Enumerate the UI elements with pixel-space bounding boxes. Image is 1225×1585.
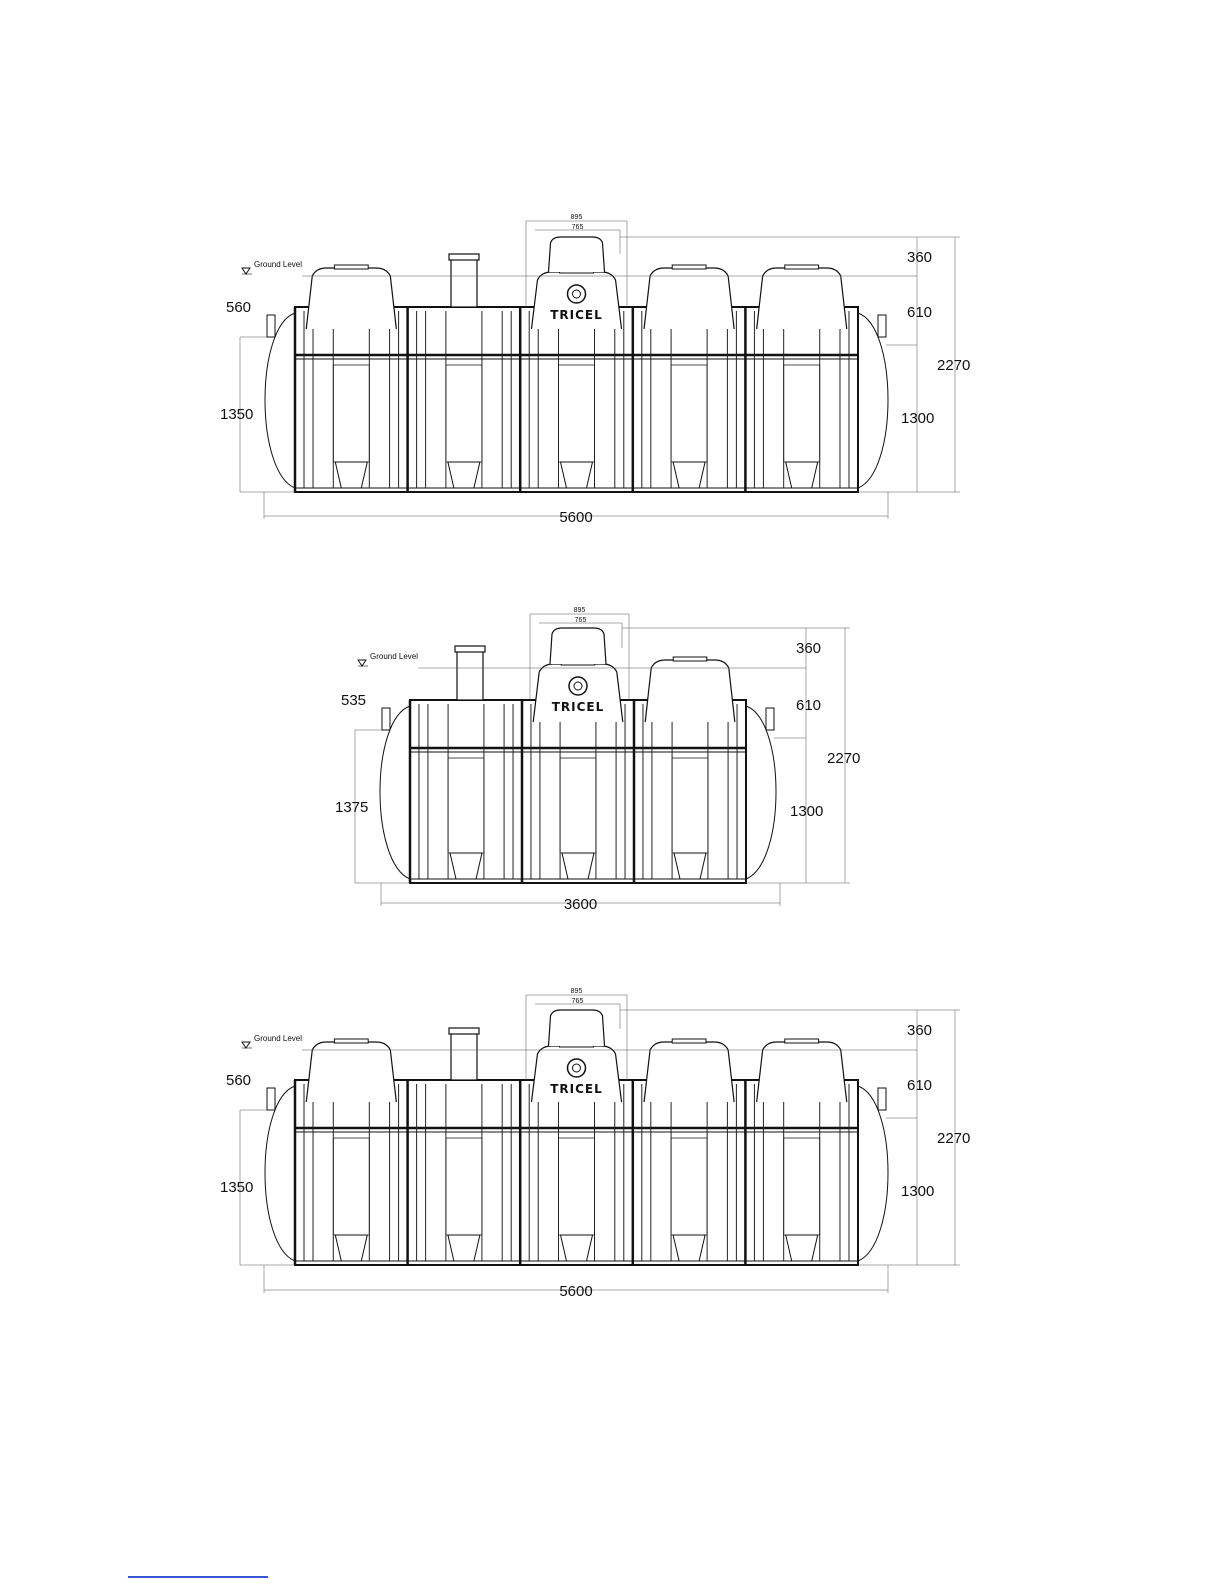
lid-dome (644, 268, 734, 329)
tank-body (295, 307, 858, 492)
lid-handle (672, 1039, 706, 1043)
riser-cap (449, 254, 479, 260)
tank-end-cap-left (380, 706, 410, 879)
footer-link-underline[interactable] (128, 1576, 268, 1578)
dim-upper: 360 (907, 1022, 932, 1039)
tank-drawing-3: TRICEL Ground Level 895 765 360 610 2270 1300 56… (220, 988, 970, 1300)
lid-handle (334, 1039, 368, 1043)
ground-level-label: Ground Level (254, 1034, 302, 1043)
dim-left-body: 1375 (335, 799, 368, 816)
tank-body (410, 700, 746, 883)
dim-right-body: 1300 (901, 1183, 934, 1200)
brand-logo-text: TRICEL (552, 700, 605, 714)
lid-handle (672, 265, 706, 269)
dim-mid: 610 (796, 697, 821, 714)
dim-left-top: 560 (226, 1072, 251, 1089)
dim-top-outer: 895 (571, 988, 583, 995)
dim-top-inner: 765 (572, 998, 584, 1005)
inlet-pipe (267, 1088, 275, 1110)
riser-cap (449, 1028, 479, 1034)
dim-length: 5600 (559, 1283, 592, 1300)
outlet-pipe (878, 315, 886, 337)
lid-cap-top (549, 1010, 605, 1046)
inlet-pipe (267, 315, 275, 337)
lid-handle (673, 657, 707, 661)
tank-drawing-1: TRICEL Ground Level 895 765 360 610 2270 1300 56… (220, 214, 970, 526)
lid-cap-top (550, 628, 606, 664)
ground-level-marker-icon (242, 268, 250, 274)
brand-logo-text: TRICEL (550, 1082, 603, 1096)
riser-pipe (451, 1032, 477, 1080)
dim-total: 2270 (827, 750, 860, 767)
tank-body (295, 1080, 858, 1265)
dim-total: 2270 (937, 357, 970, 374)
tank-end-cap-right (746, 706, 776, 879)
riser-pipe (457, 650, 483, 700)
lid-dome (757, 1042, 847, 1102)
dim-top-outer: 895 (574, 607, 586, 614)
tank-end-cap-left (265, 1086, 295, 1261)
lid-dome (645, 660, 735, 722)
lid-cap-top (549, 237, 605, 272)
riser-cap (455, 646, 485, 652)
lid-dome (757, 268, 847, 329)
outlet-pipe (766, 708, 774, 730)
dim-right-body: 1300 (790, 803, 823, 820)
lid-dome (306, 1042, 396, 1102)
riser-pipe (451, 258, 477, 307)
dim-left-top: 535 (341, 692, 366, 709)
dim-length: 5600 (559, 509, 592, 526)
ground-level-label: Ground Level (254, 260, 302, 269)
dim-mid: 610 (907, 304, 932, 321)
dim-left-body: 1350 (220, 1179, 253, 1196)
dim-upper: 360 (796, 640, 821, 657)
dim-length: 3600 (564, 896, 597, 913)
brand-logo-text: TRICEL (550, 308, 603, 322)
dim-upper: 360 (907, 249, 932, 266)
lid-handle (785, 265, 819, 269)
dim-top-inner: 765 (575, 617, 587, 624)
lid-handle (785, 1039, 819, 1043)
dim-total: 2270 (937, 1130, 970, 1147)
dim-right-body: 1300 (901, 410, 934, 427)
outlet-pipe (878, 1088, 886, 1110)
tank-end-cap-left (265, 313, 295, 488)
lid-handle (334, 265, 368, 269)
dim-top-inner: 765 (572, 224, 584, 231)
tank-end-cap-right (858, 313, 888, 488)
ground-level-marker-icon (242, 1042, 250, 1048)
tank-end-cap-right (858, 1086, 888, 1261)
dim-left-top: 560 (226, 299, 251, 316)
lid-dome (644, 1042, 734, 1102)
tank-drawing-2: TRICEL Ground Level 895 765 360 610 2270 1300 53… (335, 607, 860, 913)
dim-left-body: 1350 (220, 406, 253, 423)
inlet-pipe (382, 708, 390, 730)
ground-level-marker-icon (358, 660, 366, 666)
dim-top-outer: 895 (571, 214, 583, 221)
ground-level-label: Ground Level (370, 652, 418, 661)
lid-dome (306, 268, 396, 329)
dim-mid: 610 (907, 1077, 932, 1094)
